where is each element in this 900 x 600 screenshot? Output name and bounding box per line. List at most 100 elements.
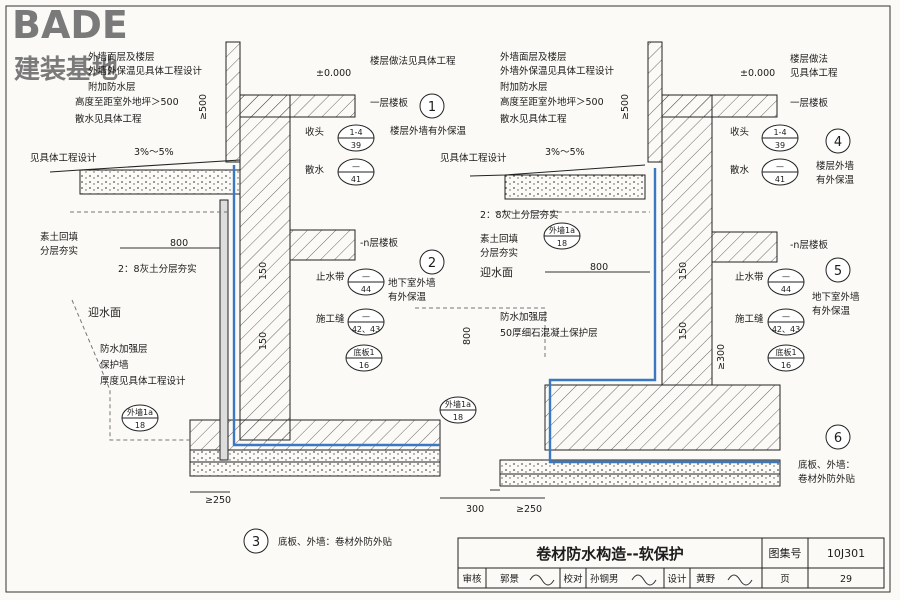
svg-text:有外保温: 有外保温 (812, 305, 851, 317)
svg-text:±0.000: ±0.000 (316, 68, 351, 79)
ref-bubble: — 44 (347, 268, 385, 296)
svg-text:—: — (782, 272, 790, 281)
svg-text:外墙外保温见具体工程设计: 外墙外保温见具体工程设计 (88, 65, 203, 77)
right-detail (415, 41, 781, 499)
ref-bubble: — 42、43 (347, 308, 385, 336)
svg-text:—: — (352, 162, 360, 171)
svg-text:止水带: 止水带 (316, 271, 345, 283)
right-ref-bubbles: 1-4 39 — 41 外墙1a 18 — 44 — 42、43 底板1 16 (439, 124, 805, 424)
svg-text:卷材外防外贴: 卷材外防外贴 (798, 473, 856, 485)
svg-text:保护墙: 保护墙 (100, 359, 129, 371)
svg-text:41: 41 (775, 175, 785, 184)
svg-text:校对: 校对 (563, 573, 583, 585)
svg-text:5: 5 (834, 264, 842, 279)
svg-text:页: 页 (780, 574, 790, 585)
checker: 孙钢男 (590, 573, 619, 585)
protect-wall (219, 199, 229, 461)
svg-text:底板1: 底板1 (353, 347, 374, 357)
atlas-label: 图集号 (769, 546, 802, 560)
svg-text:150: 150 (678, 262, 689, 280)
svg-text:迎水面: 迎水面 (480, 266, 513, 279)
signature-mark (631, 574, 657, 586)
svg-text:楼层做法: 楼层做法 (790, 53, 828, 65)
designer: 黄野 (696, 573, 716, 585)
svg-text:-n层楼板: -n层楼板 (790, 239, 828, 251)
waterproof-membrane-right (548, 168, 780, 464)
svg-text:—: — (362, 312, 370, 321)
svg-text:素土回填: 素土回填 (40, 231, 79, 243)
svg-text:1: 1 (428, 100, 436, 115)
svg-text:≥500: ≥500 (620, 94, 631, 120)
svg-text:50厚细石混凝土保护层: 50厚细石混凝土保护层 (500, 327, 598, 339)
svg-text:有外保温: 有外保温 (816, 174, 855, 186)
signature-mark (529, 574, 555, 586)
svg-text:1-4: 1-4 (349, 128, 362, 137)
svg-text:42、43: 42、43 (352, 325, 380, 334)
svg-text:16: 16 (781, 361, 791, 370)
svg-text:42、43: 42、43 (772, 325, 800, 334)
callout-4: 4 楼层外墙 有外保温 (816, 128, 855, 186)
svg-text:施工缝: 施工缝 (316, 313, 345, 325)
signature-mark (727, 574, 753, 586)
svg-text:底板、外墙：: 底板、外墙： (798, 459, 855, 471)
ref-bubble: — 41 (337, 158, 375, 186)
ref-bubble: 外墙1a 18 (439, 396, 477, 424)
svg-text:设计: 设计 (667, 573, 687, 585)
svg-text:18: 18 (135, 421, 145, 430)
svg-text:800: 800 (590, 262, 608, 273)
svg-text:300: 300 (466, 504, 484, 515)
svg-text:44: 44 (361, 285, 371, 294)
svg-text:18: 18 (557, 239, 567, 248)
svg-text:审核: 审核 (462, 573, 482, 585)
drawing-title: 卷材防水构造--软保护 (535, 545, 683, 563)
svg-text:≥250: ≥250 (205, 495, 231, 506)
svg-text:防水加强层: 防水加强层 (500, 311, 548, 323)
ref-bubble: — 44 (767, 268, 805, 296)
svg-text:楼层外墙有外保温: 楼层外墙有外保温 (390, 125, 467, 137)
svg-text:39: 39 (351, 141, 361, 150)
svg-text:2：8灰土分层夯实: 2：8灰土分层夯实 (480, 209, 559, 221)
svg-text:底板1: 底板1 (775, 347, 796, 357)
svg-text:见具体工程设计: 见具体工程设计 (30, 152, 97, 164)
svg-text:-n层楼板: -n层楼板 (360, 237, 398, 249)
svg-text:素土回填: 素土回填 (480, 233, 519, 245)
svg-text:散水: 散水 (305, 164, 325, 176)
svg-text:2: 2 (428, 256, 436, 271)
svg-text:150: 150 (258, 262, 269, 280)
ref-bubble: 底板1 16 (767, 344, 805, 372)
svg-text:3: 3 (252, 535, 260, 550)
svg-text:高度至距室外地坪＞500: 高度至距室外地坪＞500 (500, 96, 604, 108)
svg-text:分层夯实: 分层夯实 (40, 245, 78, 257)
svg-text:迎水面: 迎水面 (88, 306, 121, 319)
svg-text:楼层外墙: 楼层外墙 (816, 160, 855, 172)
svg-text:施工缝: 施工缝 (735, 313, 764, 325)
svg-text:地下室外墙: 地下室外墙 (812, 291, 860, 303)
svg-text:楼层做法见具体工程: 楼层做法见具体工程 (370, 55, 456, 67)
svg-text:见具体工程: 见具体工程 (790, 67, 838, 79)
svg-text:150: 150 (678, 322, 689, 340)
svg-text:附加防水层: 附加防水层 (500, 81, 548, 93)
svg-text:收头: 收头 (730, 126, 749, 138)
svg-text:4: 4 (834, 135, 842, 150)
ref-bubble: 外墙1a 18 (121, 404, 159, 432)
left-detail (49, 41, 441, 493)
apron-slab (79, 169, 241, 195)
callout-3: 3 底板、外墙：卷材外防外贴 (243, 528, 393, 554)
callout-2: 2 地下室外墙 有外保温 (388, 249, 445, 303)
svg-text:分层夯实: 分层夯实 (480, 247, 518, 259)
page-no: 29 (840, 574, 852, 585)
brand-subtitle: 建装基地 (14, 55, 118, 85)
svg-text:一层楼板: 一层楼板 (370, 97, 409, 109)
svg-text:2：8灰土分层夯实: 2：8灰土分层夯实 (118, 263, 197, 275)
svg-text:散水见具体工程: 散水见具体工程 (75, 113, 142, 125)
reviewer: 郭景 (500, 573, 519, 585)
svg-text:散水见具体工程: 散水见具体工程 (500, 113, 567, 125)
ref-bubble: 1-4 39 (761, 124, 799, 152)
ref-bubble: — 41 (761, 158, 799, 186)
svg-text:有外保温: 有外保温 (388, 291, 427, 303)
callout-1: 1 楼层外墙有外保温 (390, 93, 467, 137)
svg-text:外墙1a: 外墙1a (549, 225, 575, 235)
svg-text:止水带: 止水带 (735, 271, 764, 283)
apron-slab-right (504, 174, 646, 200)
